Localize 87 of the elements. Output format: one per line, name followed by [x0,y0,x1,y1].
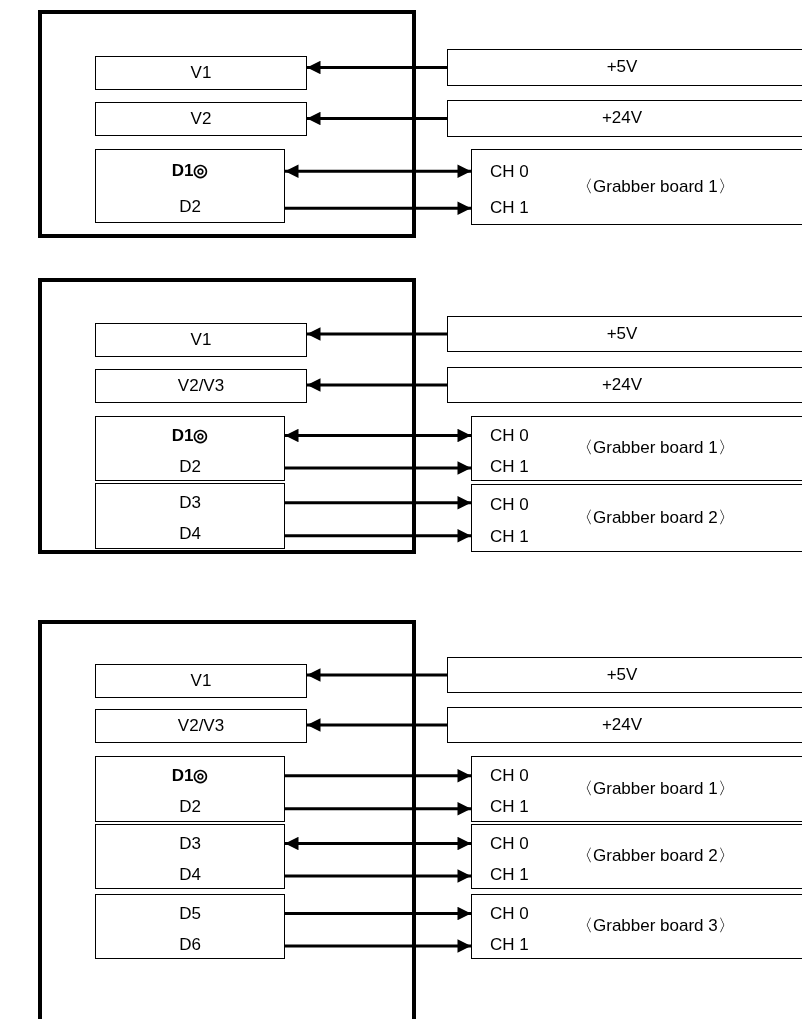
board-label: 〈Grabber board 1〉 [576,176,735,197]
port-label: +5V [605,664,639,685]
port-label: D5 [178,903,202,924]
channel-label: CH 1 [490,527,529,547]
terminal-box [95,323,307,357]
connector-box [95,483,285,549]
board-label: 〈Grabber board 1〉 [576,438,735,458]
port-label: D6 [178,934,202,955]
arrow [307,668,447,682]
port-label: V2/V3 [176,375,226,396]
channel-label: CH 0 [490,161,529,182]
terminal-box [95,664,307,698]
terminal-box [95,56,307,90]
arrow [285,869,471,883]
board-label: 〈Grabber board 2〉 [576,507,735,528]
channel-label: CH 0 [490,765,529,786]
board-label: 〈Grabber board 2〉 [576,846,735,866]
board-label: 〈Grabber board 3〉 [576,916,735,936]
port-label: D2 [178,196,202,217]
port-label: +24V [600,374,644,395]
terminal-box [447,707,802,743]
camera-box [38,278,416,554]
port-label: V1 [189,62,213,83]
terminal-box [447,657,802,693]
terminal-box [95,102,307,136]
board-label: 〈Grabber board 1〉 [576,778,735,799]
port-label: V1 [189,670,213,691]
terminal-box [447,100,802,137]
arrow [285,164,471,178]
terminal-box [95,369,307,403]
port-label: D2 [178,797,202,818]
port-label: D4 [178,524,202,545]
port-label: V2/V3 [176,715,226,736]
camera-box [38,620,416,1019]
arrow [285,428,471,443]
channel-label: CH 1 [490,456,529,477]
arrow [285,461,471,475]
grabber-board-box [471,149,802,225]
channel-label: CH 0 [490,425,529,446]
port-label: V1 [189,329,213,350]
terminal-box [447,367,802,403]
arrow [307,60,447,75]
port-label: V2 [189,108,213,129]
connector-box [95,824,285,889]
port-label: D1◎ [170,765,210,786]
connector-box [95,149,285,223]
port-label: D1◎ [170,425,210,446]
port-label: +5V [605,57,639,77]
arrow [285,496,471,510]
arrow [307,327,447,341]
port-label: +24V [600,714,644,735]
camera-box [38,10,416,238]
grabber-board-box [471,484,802,552]
grabber-board-box [471,894,802,959]
port-label: D3 [178,492,202,513]
terminal-box [447,316,802,352]
channel-label: CH 0 [490,833,529,854]
arrow [285,802,471,816]
port-label: D1◎ [170,161,210,182]
terminal-box [95,709,307,743]
port-label: D3 [178,833,202,854]
channel-label: CH 1 [490,198,529,219]
connector-box [95,756,285,822]
channel-label: CH 0 [490,903,529,924]
arrow [285,906,471,921]
channel-label: CH 1 [490,864,529,885]
port-label: D4 [178,864,202,885]
connector-box [95,416,285,481]
arrow [285,529,471,543]
channel-label: CH 1 [490,934,529,955]
grabber-board-box [471,824,802,889]
port-label: +24V [600,108,644,128]
arrow [285,769,471,783]
grabber-board-box [471,756,802,822]
arrow [285,836,471,851]
channel-label: CH 1 [490,797,529,818]
channel-label: CH 0 [490,494,529,515]
arrow [285,939,471,953]
arrow [307,111,447,126]
connector-box [95,894,285,959]
port-label: +5V [605,323,639,344]
arrow [307,718,447,732]
arrow [285,201,471,215]
grabber-board-box [471,416,802,481]
arrow [307,378,447,392]
port-label: D2 [178,456,202,477]
terminal-box [447,49,802,86]
